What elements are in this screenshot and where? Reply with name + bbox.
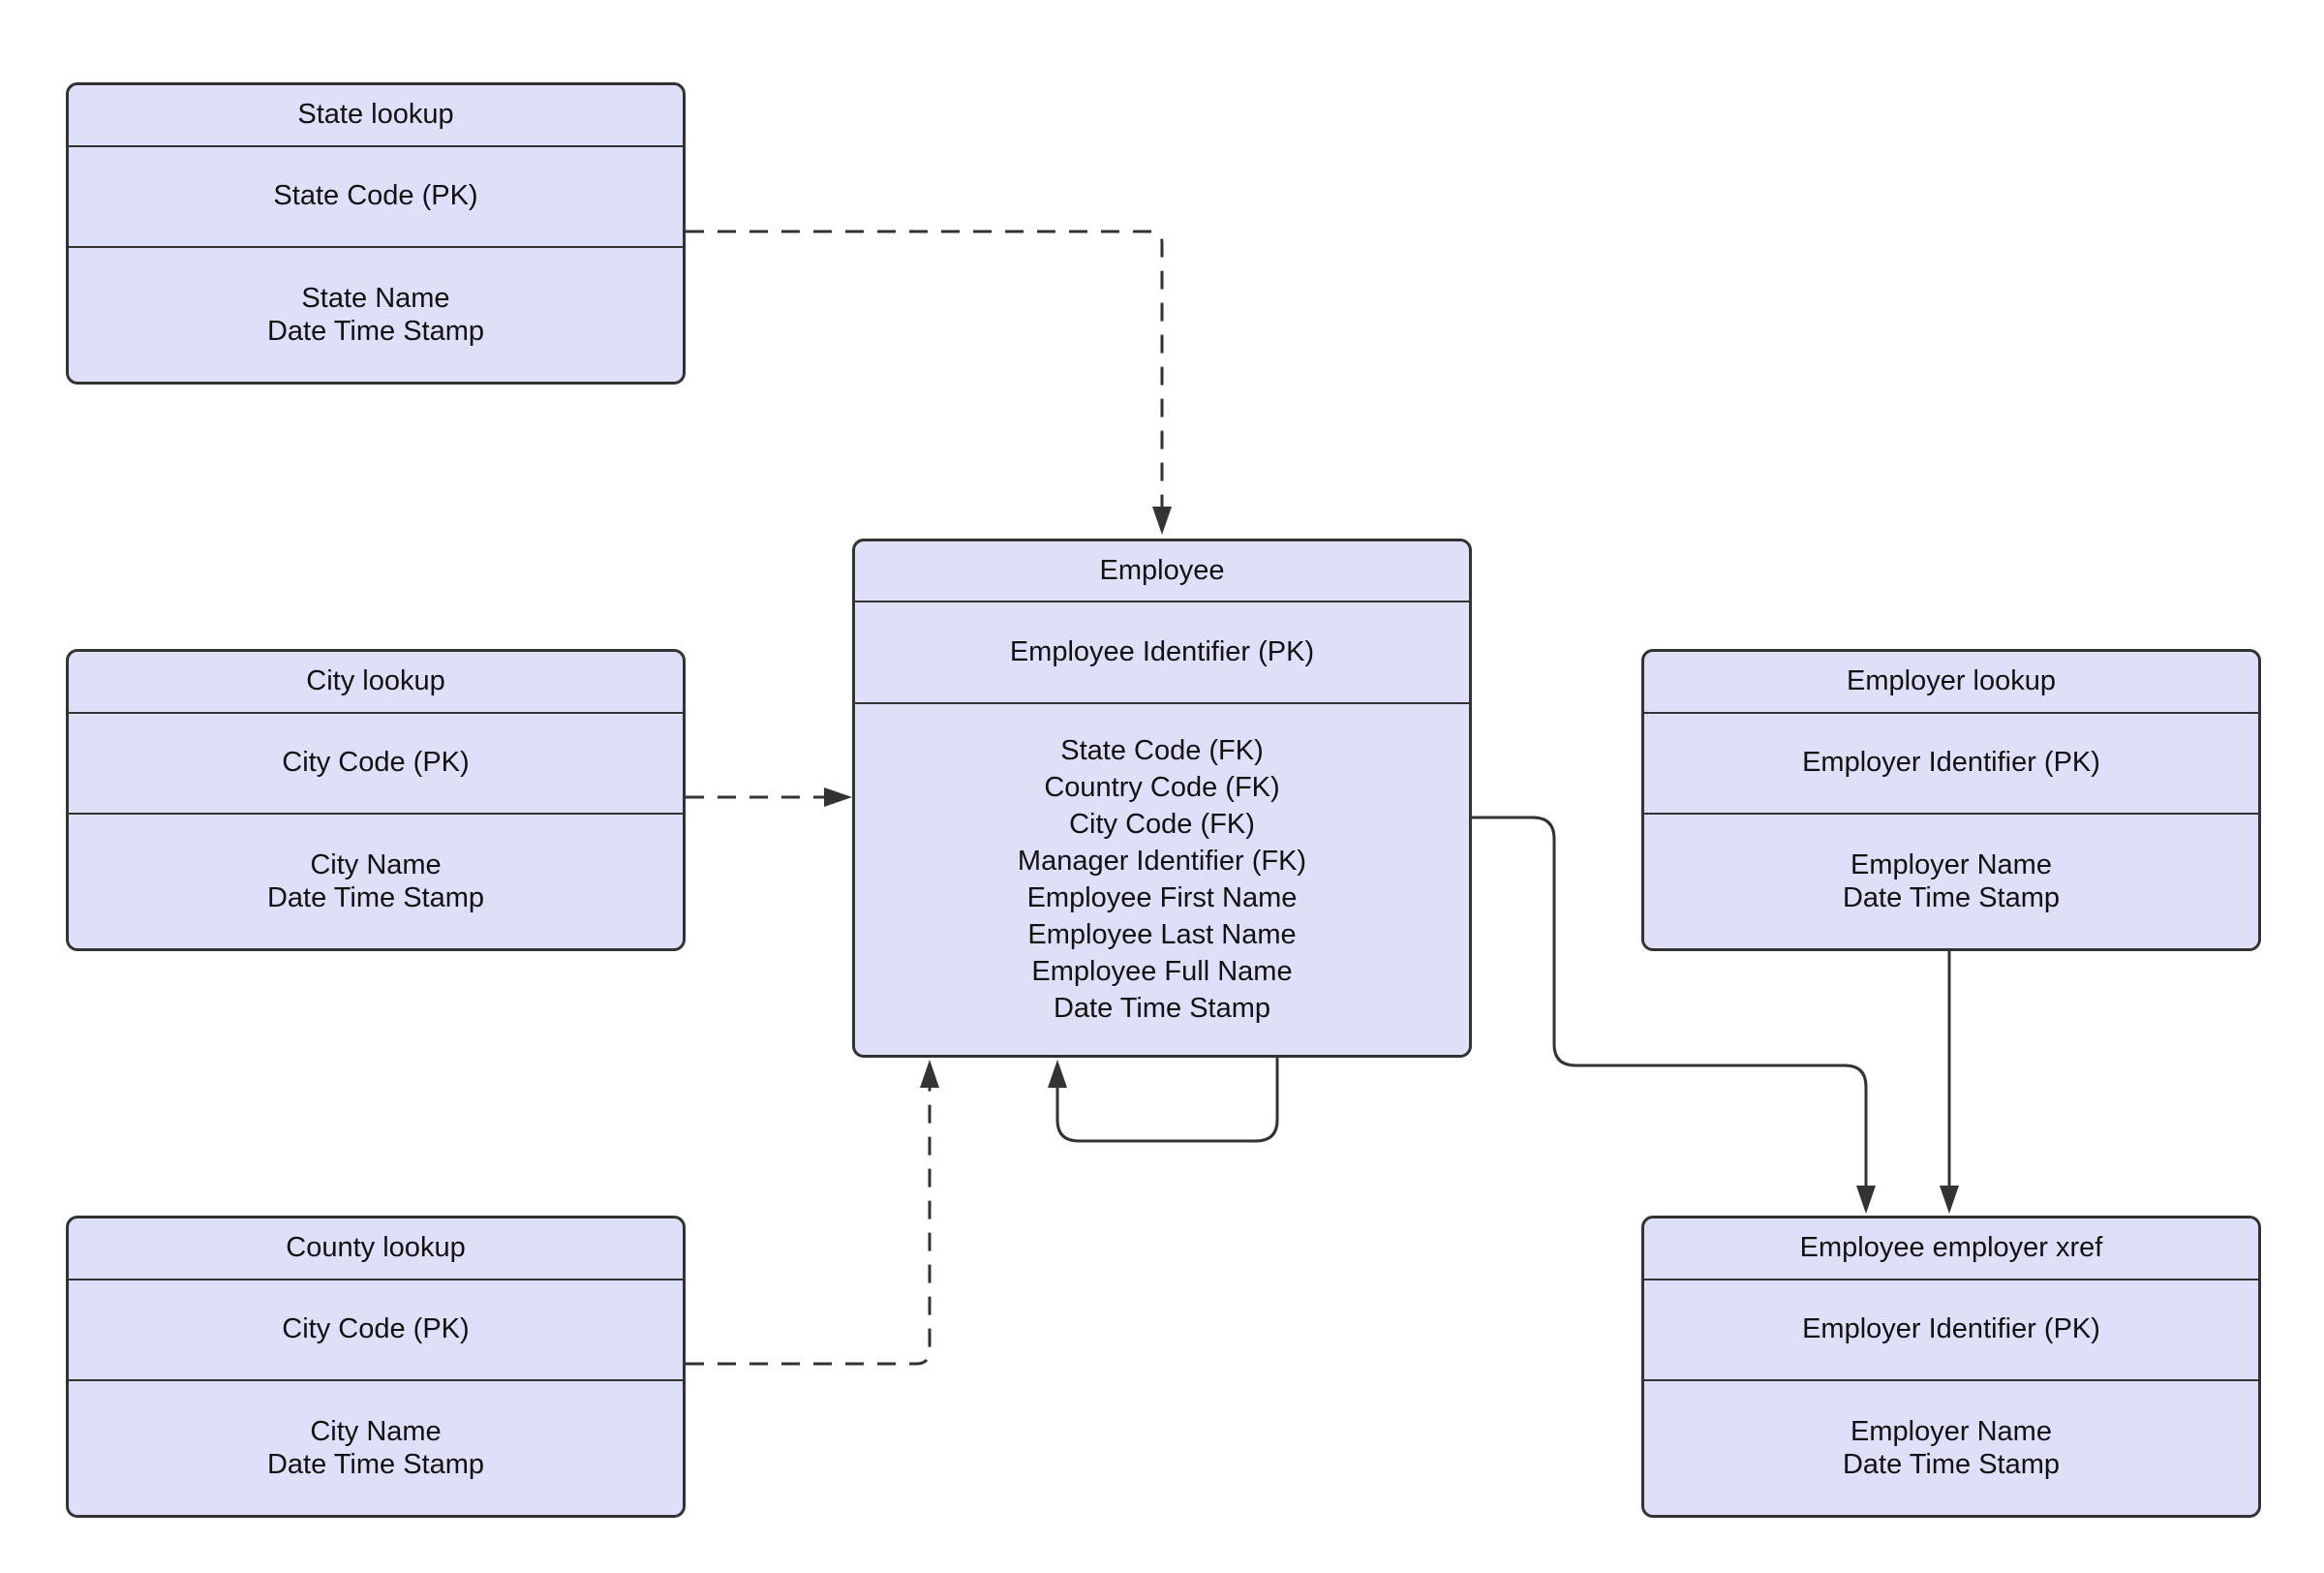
connector-employee-self-reference[interactable] <box>1048 1058 1279 1143</box>
attribute-line: Manager Identifier (FK) <box>1017 846 1307 877</box>
attribute-line: Date Time Stamp <box>266 316 485 347</box>
entity-attributes: State Code (FK) Country Code (FK) City C… <box>855 702 1469 1055</box>
attribute-line: Date Time Stamp <box>266 882 485 913</box>
entity-employer-lookup[interactable]: Employer lookup Employer Identifier (PK)… <box>1641 649 2261 951</box>
entity-attributes: State Name Date Time Stamp <box>69 246 683 382</box>
attribute-line: Employee Last Name <box>1027 919 1297 950</box>
entity-primary-key: Employee Identifier (PK) <box>855 601 1469 702</box>
attribute-line: Employee Full Name <box>1031 956 1293 987</box>
attribute-line: Date Time Stamp <box>1842 882 2061 913</box>
connector-employer-lookup-to-xref[interactable] <box>1940 951 1959 1214</box>
entity-primary-key: Employer Identifier (PK) <box>1644 1279 2258 1379</box>
connector-line <box>1472 816 1868 1187</box>
connector-city-lookup-to-employee[interactable] <box>686 787 852 807</box>
entity-employee-employer-xref[interactable]: Employee employer xref Employer Identifi… <box>1641 1216 2261 1518</box>
attribute-line: Country Code (FK) <box>1044 772 1280 803</box>
connector-line <box>1055 1058 1279 1143</box>
attribute-line: State Name <box>301 283 450 314</box>
entity-primary-key: City Code (PK) <box>69 712 683 813</box>
connector-employee-to-xref[interactable] <box>1472 816 1876 1214</box>
entity-title: Employee employer xref <box>1799 1232 2103 1264</box>
entity-attributes: City Name Date Time Stamp <box>69 1379 683 1515</box>
attribute-line: Date Time Stamp <box>266 1449 485 1480</box>
attribute-line: Employee First Name <box>1026 882 1298 913</box>
entity-city-lookup[interactable]: City lookup City Code (PK) City Name Dat… <box>66 649 686 951</box>
arrowhead-icon <box>1940 1186 1959 1214</box>
entity-attributes: Employer Name Date Time Stamp <box>1644 813 2258 948</box>
entity-primary-key: Employer Identifier (PK) <box>1644 712 2258 813</box>
entity-title: Employee <box>1099 554 1225 586</box>
entity-title: City lookup <box>306 665 445 697</box>
entity-title: State lookup <box>297 99 454 131</box>
entity-attributes: City Name Date Time Stamp <box>69 813 683 948</box>
attribute-line: City Code (FK) <box>1069 809 1255 840</box>
arrowhead-icon <box>920 1060 939 1088</box>
entity-attributes: Employer Name Date Time Stamp <box>1644 1379 2258 1515</box>
attribute-line: Date Time Stamp <box>1053 993 1271 1024</box>
entity-title: Employer lookup <box>1847 665 2056 697</box>
arrowhead-icon <box>824 787 852 807</box>
entity-employee[interactable]: Employee Employee Identifier (PK) State … <box>852 539 1472 1058</box>
connector-county-lookup-to-employee[interactable] <box>686 1060 939 1366</box>
attribute-line: State Code (FK) <box>1060 735 1264 766</box>
entity-primary-key: State Code (PK) <box>69 145 683 246</box>
attribute-line: Date Time Stamp <box>1842 1449 2061 1480</box>
attribute-line: Employer Name <box>1850 1416 2052 1447</box>
entity-title: County lookup <box>286 1232 466 1264</box>
arrowhead-icon <box>1048 1060 1067 1088</box>
entity-county-lookup[interactable]: County lookup City Code (PK) City Name D… <box>66 1216 686 1518</box>
connector-line <box>686 230 1164 508</box>
connector-state-lookup-to-employee[interactable] <box>686 230 1172 535</box>
entity-state-lookup[interactable]: State lookup State Code (PK) State Name … <box>66 82 686 385</box>
arrowhead-icon <box>1152 507 1172 535</box>
connector-line <box>686 1088 932 1366</box>
attribute-line: City Name <box>310 1416 442 1447</box>
arrowhead-icon <box>1856 1186 1876 1214</box>
attribute-line: City Name <box>310 849 442 880</box>
attribute-line: Employer Name <box>1850 849 2052 880</box>
entity-primary-key: City Code (PK) <box>69 1279 683 1379</box>
